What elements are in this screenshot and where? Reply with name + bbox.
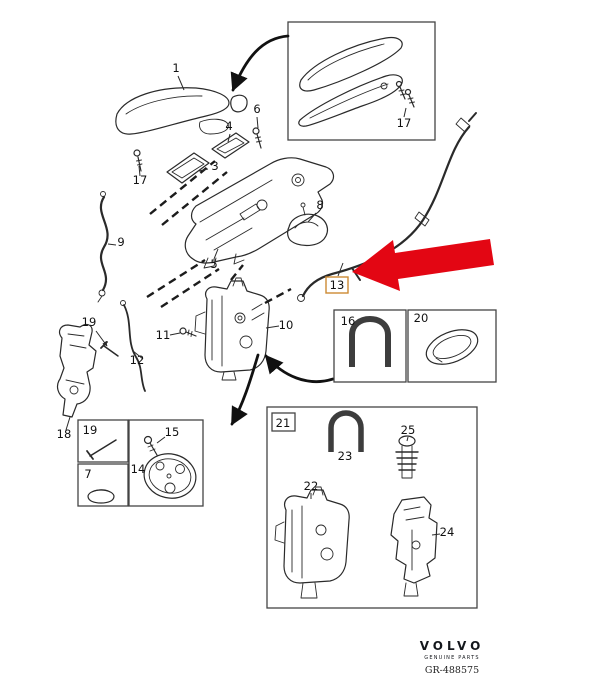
inset-handle-upper: [299, 36, 403, 92]
part-label-25: 25: [401, 423, 416, 437]
part-label-17-inset: 17: [397, 116, 412, 130]
part-label-17-main: 17: [133, 173, 148, 187]
seal-part-4: [211, 132, 250, 159]
bracket-part-24: [390, 496, 438, 597]
plate-part-14: [143, 453, 197, 499]
part-label-22: 22: [304, 479, 319, 493]
part-label-9: 9: [117, 235, 124, 249]
part-label-21: 21: [276, 416, 291, 430]
lock-module-part-22: [274, 486, 350, 599]
detail-box-20: [407, 309, 497, 383]
leader-lines: [65, 75, 441, 536]
cap-part-20: [425, 329, 479, 365]
flow-arrows: [230, 34, 335, 426]
rod-part-12: [120, 300, 146, 392]
detail-box-16: [333, 309, 407, 383]
outer-handle-part-1: [115, 87, 248, 135]
screw-part-11: [179, 327, 197, 337]
label-box-21: [271, 412, 296, 432]
part-label-8: 8: [316, 198, 323, 212]
part-label-5: 5: [210, 257, 217, 271]
part-label-13-frame: [325, 276, 349, 294]
part-label-6: 6: [253, 102, 260, 116]
arrow-clip-to-lock: [264, 354, 335, 384]
detail-box-7: [77, 463, 129, 507]
part-label-20: 20: [414, 311, 429, 325]
highlighted-part-label-13: 13: [325, 276, 349, 294]
screw-17-main: [133, 149, 143, 172]
clip-part-16: [349, 315, 391, 367]
arrow-lock-to-detail: [230, 353, 260, 426]
part-label-11: 11: [156, 328, 171, 342]
part-label-7: 7: [84, 467, 91, 481]
part-label-13: 13: [330, 278, 345, 292]
bracket-part-18: [56, 323, 97, 418]
seal-part-3: [166, 152, 210, 184]
pin-part-19-main: [95, 330, 119, 357]
part-label-16: 16: [341, 314, 356, 328]
part-label-18: 18: [57, 427, 72, 441]
detail-box-19: [77, 419, 129, 463]
inset-box-frame: [287, 21, 436, 141]
brand-wordmark: VOLVO: [420, 639, 485, 653]
footer-brand-block: VOLVO GENUINE PARTS GR-488575: [420, 639, 485, 676]
lock-module-part-10: [194, 277, 270, 381]
part-label-23: 23: [338, 449, 353, 463]
part-label-3: 3: [211, 159, 218, 173]
carrier-frame-part-5: [184, 157, 335, 269]
pin-part-19-box: [89, 439, 117, 457]
clip-part-23: [328, 410, 364, 452]
detail-box-14-15: [128, 419, 204, 507]
brand-tagline: GENUINE PARTS: [424, 655, 479, 661]
handle-end-cap: [230, 94, 248, 113]
part-label-19-box: 19: [83, 423, 98, 437]
cap-part-8: [287, 202, 328, 247]
screw-part-6: [252, 127, 262, 149]
arrow-inset-to-handle: [230, 34, 290, 92]
part-label-15: 15: [165, 425, 180, 439]
part-label-24: 24: [440, 525, 455, 539]
screw-part-15: [143, 435, 158, 456]
part-label-10: 10: [279, 318, 294, 332]
inset-handle-carrier: [298, 74, 403, 127]
inset-handle-detail: [287, 21, 436, 141]
plug-part-25: [395, 435, 419, 479]
part-label-14: 14: [131, 462, 146, 476]
part-label-12: 12: [130, 353, 145, 367]
part-labels: 1 3 4 5 6 7 8 9 10 11 12 14 15 16 17 17 …: [57, 61, 455, 539]
assembly-dashed-lines: [146, 160, 292, 309]
inset-screws-17: [395, 80, 415, 108]
part-label-1: 1: [172, 61, 179, 75]
cable-part-9: [97, 191, 109, 303]
part-label-4: 4: [225, 119, 232, 133]
highlight-arrow: [352, 239, 494, 291]
reference-number: GR-488575: [425, 665, 479, 676]
part-label-19-main: 19: [82, 315, 97, 329]
detail-box-21: [266, 406, 478, 609]
